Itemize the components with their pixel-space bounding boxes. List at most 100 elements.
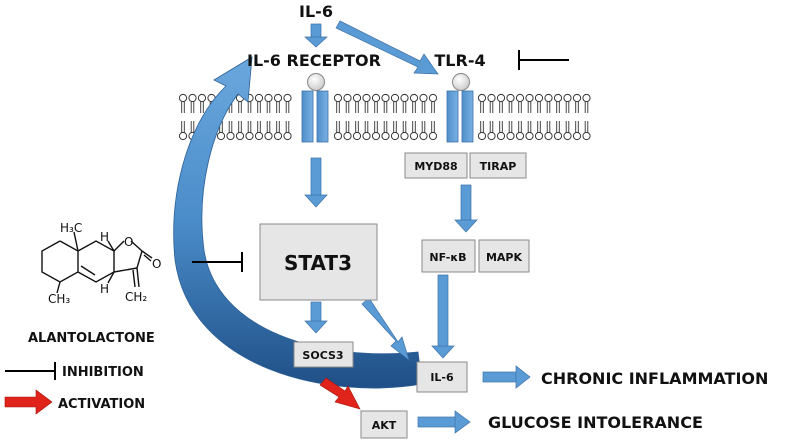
arrow-il6-to-chronic-inflammation	[482, 365, 531, 389]
legend-activation-symbol	[4, 389, 53, 415]
mapk-label: MAPK	[486, 251, 523, 264]
lipid-molecule	[496, 120, 506, 141]
lipid-molecule	[400, 120, 409, 141]
lipid-molecule	[381, 120, 390, 141]
lipid-molecule	[563, 93, 572, 114]
chronic-inflammation-label: CHRONIC INFLAMMATION	[541, 369, 768, 388]
lipid-molecule	[371, 120, 381, 141]
nfkb-box	[421, 239, 476, 273]
lipid-molecule	[362, 93, 371, 114]
lipid-molecule	[235, 120, 245, 141]
lipid-molecule	[245, 120, 254, 141]
lipid-molecule	[544, 120, 553, 141]
lipid-molecule	[419, 93, 428, 114]
lipid-molecule	[563, 120, 572, 141]
lipid-molecule	[409, 93, 419, 114]
feedback-curved-arrow	[173, 56, 423, 389]
lipid-molecule	[544, 93, 553, 114]
lipid-molecule	[525, 93, 534, 114]
lipid-molecule	[477, 93, 487, 114]
il6-receptor-shape	[301, 73, 329, 143]
activation-arrow-to-akt	[319, 377, 361, 410]
mapk-box	[478, 239, 530, 273]
arrow-il6-to-receptor	[304, 23, 328, 48]
arrow-akt-to-glucose-intolerance	[417, 410, 471, 434]
il6-bottom-box	[416, 361, 468, 393]
lipid-molecule	[534, 120, 544, 141]
stat3-box	[259, 223, 378, 301]
lipid-molecule	[371, 93, 381, 114]
o-ring-label: O	[124, 235, 133, 249]
lipid-molecule	[515, 120, 525, 141]
il6-receptor-label: IL-6 RECEPTOR	[247, 51, 381, 70]
tlr4-inhibition-mark	[518, 50, 569, 70]
akt-label: AKT	[372, 419, 397, 432]
lipid-molecule	[506, 120, 515, 141]
lipid-molecule	[390, 93, 400, 114]
lipid-molecule	[572, 120, 582, 141]
lipid-molecule	[343, 93, 352, 114]
lipid-molecule	[352, 93, 362, 114]
lipid-molecule	[343, 120, 352, 141]
lipid-molecule	[362, 120, 371, 141]
lipid-molecule	[178, 93, 188, 114]
tirap-label: TIRAP	[480, 160, 517, 173]
lipid-molecule	[553, 93, 563, 114]
legend-inhibition-label: INHIBITION	[62, 365, 144, 380]
nfkb-label: NF-κB	[429, 251, 466, 264]
lipid-molecule	[381, 93, 390, 114]
ch2-label: CH₂	[125, 290, 147, 304]
socs3-box	[293, 341, 354, 368]
lipid-molecule	[534, 93, 544, 114]
stat3-inhibition-mark	[192, 252, 243, 272]
molecule-name-label: ALANTOLACTONE	[28, 331, 155, 346]
lipid-molecule	[254, 120, 264, 141]
lipid-molecule	[283, 120, 292, 141]
h3c-label: H₃C	[60, 221, 82, 235]
lipid-molecule	[419, 120, 428, 141]
h-bottom-label: H	[100, 282, 109, 296]
arrow-nfkb-to-il6	[431, 274, 455, 359]
il6-top-label: IL-6	[299, 2, 333, 21]
tlr4-label: TLR-4	[434, 51, 485, 70]
lipid-molecule	[409, 120, 419, 141]
lipid-molecule	[582, 93, 591, 114]
lipid-molecule	[525, 120, 534, 141]
lipid-molecule	[273, 120, 283, 141]
tlr4-receptor-shape	[446, 73, 474, 143]
alantolactone-structure	[41, 231, 153, 294]
lipid-molecule	[178, 120, 188, 141]
akt-box	[360, 410, 408, 439]
arrow-stat3-to-socs3	[304, 301, 328, 334]
arrow-il6-to-tlr4	[335, 20, 439, 75]
lipid-molecule	[264, 120, 273, 141]
legend: INHIBITION ACTIVATION	[4, 362, 145, 415]
lipid-molecule	[428, 93, 438, 114]
h-top-label: H	[100, 230, 109, 244]
lipid-molecule	[333, 93, 343, 114]
myd88-box	[404, 152, 468, 179]
lipid-molecule	[352, 120, 362, 141]
lipid-molecule	[197, 93, 207, 114]
legend-activation-label: ACTIVATION	[58, 397, 145, 412]
legend-inhibition-symbol	[5, 362, 56, 380]
lipid-molecule	[553, 120, 563, 141]
lipid-molecule	[273, 93, 283, 114]
lipid-molecule	[254, 93, 264, 114]
ch3-label: CH₃	[48, 292, 70, 306]
socs3-label: SOCS3	[302, 349, 343, 362]
lipid-molecule	[515, 93, 525, 114]
lipid-molecule	[582, 120, 591, 141]
tirap-box	[469, 152, 527, 179]
glucose-intolerance-label: GLUCOSE INTOLERANCE	[488, 413, 703, 432]
lipid-molecule	[264, 93, 273, 114]
myd88-label: MYD88	[414, 160, 457, 173]
stat3-label: STAT3	[284, 251, 352, 275]
lipid-molecule	[226, 120, 235, 141]
lipid-molecule	[333, 120, 343, 141]
arrow-receptor-to-stat3	[304, 157, 328, 208]
lipid-molecule	[428, 120, 438, 141]
lipid-molecule	[487, 120, 496, 141]
lipid-molecule	[496, 93, 506, 114]
